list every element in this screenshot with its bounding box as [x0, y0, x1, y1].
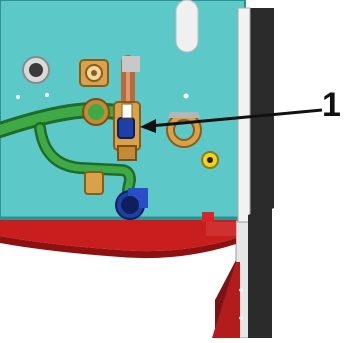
copper-pipe	[121, 55, 140, 111]
yellow-fitting	[201, 151, 219, 169]
callout-label-1: 1	[322, 86, 341, 124]
callout-arrow	[140, 108, 323, 133]
brass-fitting-top	[79, 59, 109, 87]
drip-tray	[0, 212, 236, 259]
gas-fitting-right	[166, 112, 202, 148]
green-pipe	[0, 98, 137, 196]
blue-pipe-stub	[115, 188, 148, 220]
boiler-side-panel	[212, 7, 274, 339]
valve	[113, 101, 141, 161]
grommet-left	[22, 56, 50, 84]
